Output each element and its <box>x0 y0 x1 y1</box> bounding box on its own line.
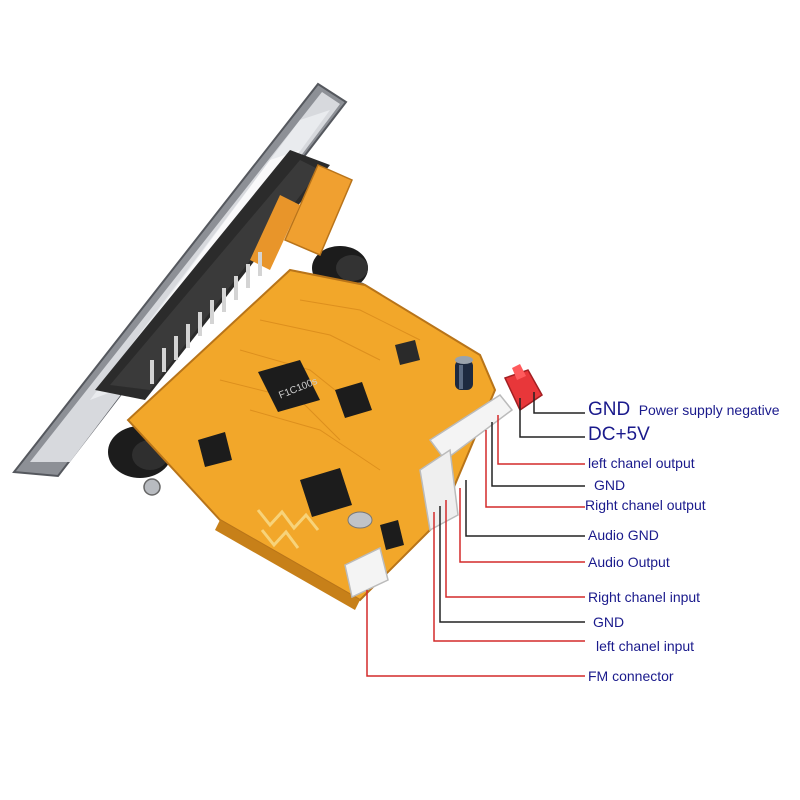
white-connector-main <box>419 394 514 532</box>
leader-audio-gnd <box>465 480 585 537</box>
leader-audio-out <box>459 488 585 563</box>
leader-left-in <box>433 512 585 642</box>
chip-2 <box>335 382 372 418</box>
leader-right-in <box>445 500 585 598</box>
chip-5 <box>380 520 404 550</box>
leader-gnd2 <box>439 506 585 623</box>
label-right-in: Right chanel input <box>588 589 701 605</box>
leader-fm <box>366 590 585 677</box>
leader-right-out <box>485 430 585 508</box>
label-audio-out: Audio Output <box>588 554 670 570</box>
leader-lines <box>366 392 585 677</box>
display-bracket <box>95 150 330 400</box>
chip-6 <box>395 340 420 365</box>
leader-gnd1 <box>491 422 585 487</box>
capacitor <box>455 356 473 390</box>
bluetooth-antenna <box>256 509 320 549</box>
crystal <box>347 511 373 529</box>
red-power-connector <box>503 364 543 412</box>
main-chip: F1C100s <box>258 360 320 412</box>
label-gnd-power-main: GND <box>588 399 631 420</box>
label-gnd-power-desc: Power supply negative <box>638 402 780 418</box>
label-left-out: left chanel output <box>588 455 695 471</box>
label-gnd-1: GND <box>594 477 626 493</box>
leader-dc5v <box>519 398 585 438</box>
label-dc5v: DC+5V <box>588 424 650 445</box>
label-gnd-2: GND <box>593 614 625 630</box>
white-connector-fm <box>344 546 389 599</box>
display-pcb <box>250 164 353 270</box>
chip-3 <box>300 468 352 517</box>
chip-4 <box>198 432 232 467</box>
label-gnd-power: GND Power supply negative <box>588 399 780 421</box>
leader-gnd-power <box>533 392 585 414</box>
label-right-out: Right chanel output <box>585 497 706 513</box>
label-fm: FM connector <box>588 668 674 684</box>
leader-left-out <box>497 415 585 465</box>
label-audio-gnd: Audio GND <box>588 527 659 543</box>
label-left-in: left chanel input <box>596 638 695 654</box>
